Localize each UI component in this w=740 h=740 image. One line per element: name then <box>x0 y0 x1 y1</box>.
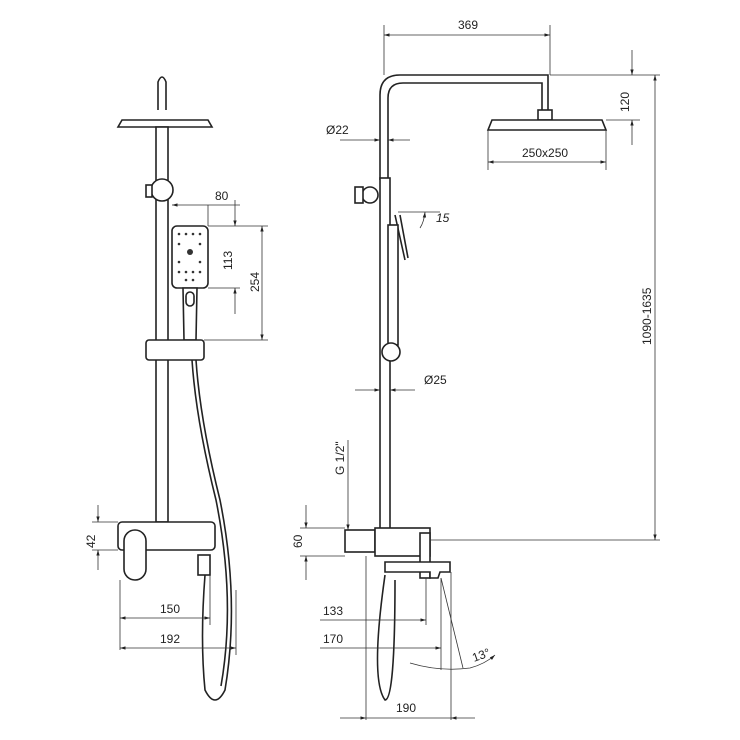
dim-15: 15 <box>436 211 450 225</box>
hose-side <box>376 574 396 701</box>
hose-inner-edge <box>191 359 229 687</box>
dim-1090-1635: 1090-1635 <box>640 287 654 345</box>
diverter-knob-side <box>361 186 379 204</box>
head-connector <box>537 109 553 121</box>
dim-60: 60 <box>291 534 305 548</box>
shower-arm-inner <box>387 82 543 180</box>
dim-120: 120 <box>618 92 632 112</box>
diverter-knob <box>150 178 174 202</box>
diverter-lever <box>354 186 364 204</box>
spout <box>384 561 451 579</box>
slide-bar-holder <box>145 339 205 361</box>
dim-254: 254 <box>248 272 262 292</box>
side-view: 369 120 Ø22 250x250 15 1090-1635 Ø25 G 1… <box>291 18 660 720</box>
dim-190: 190 <box>396 701 416 715</box>
dim-dia22: Ø22 <box>326 123 349 137</box>
dim-113: 113 <box>221 251 235 270</box>
diverter-outlet <box>145 184 153 198</box>
hand-shower <box>171 225 209 341</box>
hand-shower-handle-side <box>387 224 399 346</box>
mixer-handle-side <box>419 532 431 579</box>
slide-holder-side <box>381 342 401 362</box>
dim-192: 192 <box>160 632 180 646</box>
dim-250x250: 250x250 <box>522 146 568 160</box>
rain-shower-head <box>116 119 214 128</box>
hand-shower-side <box>394 214 409 261</box>
wall-connector <box>344 529 376 553</box>
hose-connector <box>197 554 211 576</box>
dim-170: 170 <box>323 632 343 646</box>
mixer-handle <box>123 529 147 581</box>
spray-nozzles <box>177 232 202 282</box>
shower-arm-outer <box>379 74 549 180</box>
dim-80: 80 <box>215 189 229 203</box>
dim-133: 133 <box>323 604 343 618</box>
hose <box>195 359 233 701</box>
dim-thread: G 1/2" <box>333 441 347 475</box>
dim-369: 369 <box>458 18 478 32</box>
rain-shower-head-side <box>486 119 608 131</box>
dim-42: 42 <box>84 534 98 548</box>
shower-arm-top <box>157 76 167 110</box>
front-view: 80 113 254 42 150 192 <box>84 76 268 701</box>
dim-13deg: 13° <box>470 645 492 664</box>
dim-150: 150 <box>160 602 180 616</box>
dim-dia25: Ø25 <box>424 373 447 387</box>
